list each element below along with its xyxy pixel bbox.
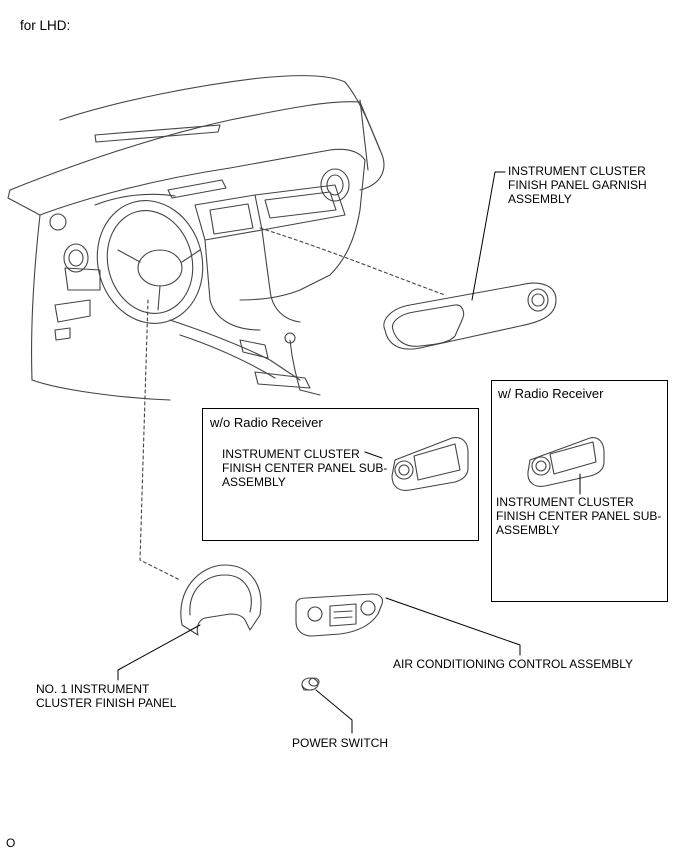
page-header: for LHD: [20, 18, 71, 33]
leader-garnish [471, 171, 506, 301]
box-title-without-radio: w/o Radio Receiver [210, 415, 323, 430]
center-panel-w-illustration [527, 437, 605, 487]
label-center-panel-without-radio: INSTRUMENT CLUSTER FINISH CENTER PANEL S… [222, 447, 388, 489]
center-panel-wo-illustration [391, 437, 469, 491]
label-ac-control: AIR CONDITIONING CONTROL ASSEMBLY [393, 657, 634, 671]
box-without-radio-receiver: w/o Radio Receiver INSTRUMENT CLUSTER FI… [202, 408, 479, 541]
power-switch-illustration [301, 677, 320, 691]
leader-ac-control [385, 597, 521, 656]
garnish-assembly-illustration [383, 282, 557, 350]
dashboard-illustration [7, 75, 385, 401]
label-center-panel-with-radio: INSTRUMENT CLUSTER FINISH CENTER PANEL S… [496, 495, 662, 537]
label-power-switch: POWER SWITCH [292, 736, 388, 750]
box-title-with-radio: w/ Radio Receiver [498, 386, 604, 401]
leader-center-panel-wo [364, 451, 383, 459]
label-finish-panel: NO. 1 INSTRUMENT CLUSTER FINISH PANEL [36, 682, 177, 710]
figure-id: O [6, 836, 16, 850]
label-garnish-assembly: INSTRUMENT CLUSTER FINISH PANEL GARNISH … [508, 164, 647, 206]
box-with-radio-receiver: w/ Radio Receiver INSTRUMENT CLUSTER FIN… [491, 380, 668, 602]
leader-power-switch [315, 689, 353, 734]
leader-finish-panel [117, 624, 201, 681]
finish-panel-illustration [180, 564, 262, 636]
ac-control-illustration [295, 593, 384, 637]
